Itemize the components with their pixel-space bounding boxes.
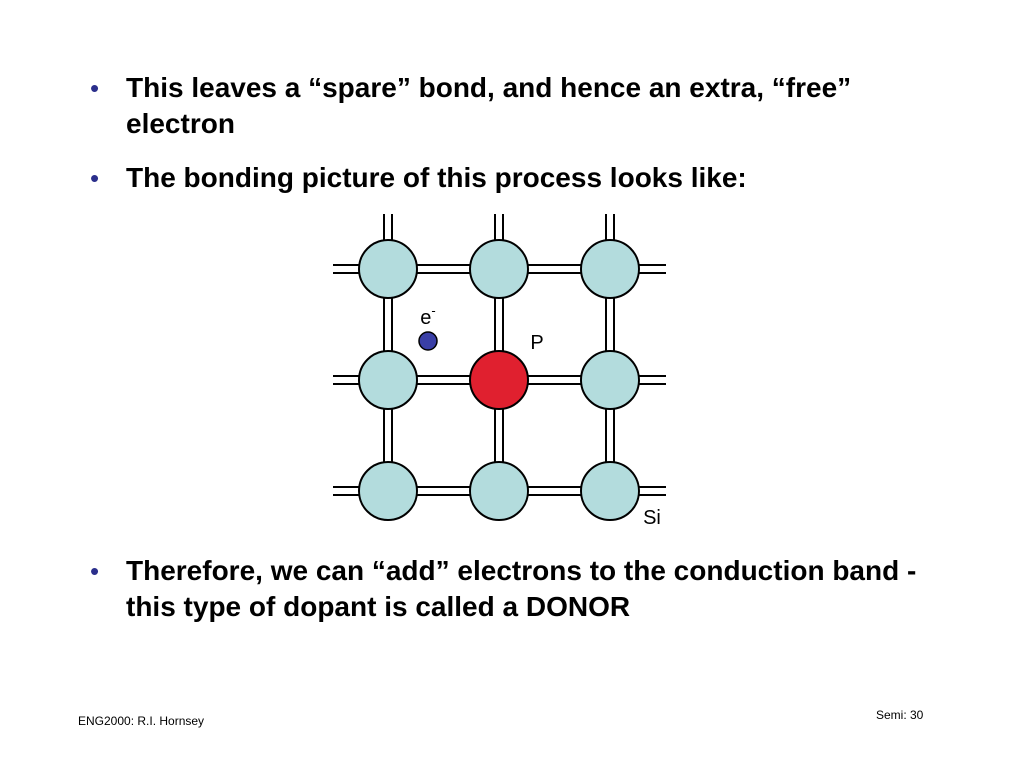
host-label: Si [643, 507, 661, 529]
electron-label: e- [420, 303, 435, 329]
atoms [358, 239, 640, 521]
silicon-atom [358, 461, 418, 521]
bullet-item: • Therefore, we can “add” electrons to t… [90, 553, 930, 625]
silicon-atom [469, 239, 529, 299]
bullet-marker: • [90, 556, 100, 586]
silicon-atom [580, 461, 640, 521]
bullet-text: The bonding picture of this process look… [126, 162, 747, 193]
silicon-lattice-diagram: e- P Si [333, 214, 666, 529]
electron-symbol: e [420, 307, 431, 329]
bullet-text: Therefore, we can “add” electrons to the… [126, 555, 917, 622]
bullet-marker: • [90, 163, 100, 193]
phosphorus-atom [469, 350, 529, 410]
free-electron [418, 331, 438, 351]
bullet-item: • The bonding picture of this process lo… [90, 160, 930, 196]
footer-course: ENG2000: R.I. Hornsey [78, 714, 205, 728]
silicon-atom [580, 350, 640, 410]
bullet-item: • This leaves a “spare” bond, and hence … [90, 70, 930, 142]
silicon-atom [358, 239, 418, 299]
bullet-marker: • [90, 73, 100, 103]
electron-charge: - [431, 303, 435, 318]
silicon-atom [580, 239, 640, 299]
silicon-atom [469, 461, 529, 521]
silicon-atom [358, 350, 418, 410]
dopant-label: P [530, 332, 543, 354]
bullet-text: This leaves a “spare” bond, and hence an… [126, 72, 852, 139]
footer-page-number: Semi: 30 [876, 708, 924, 722]
